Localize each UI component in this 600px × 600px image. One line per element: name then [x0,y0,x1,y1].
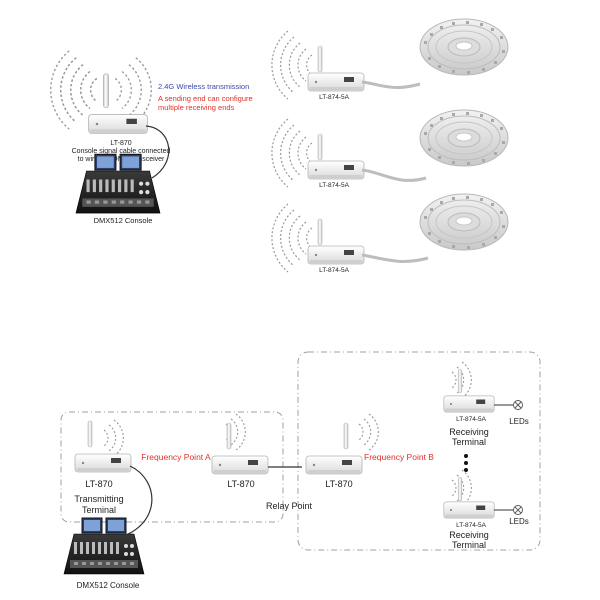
antenna-icon [87,420,93,448]
transceiver-icon [307,245,365,265]
antenna-icon [317,218,323,246]
antenna-icon [103,73,109,108]
receiving-terminal-2: LT-874-5A Receiving Terminal LEDs [443,469,529,550]
rx-role-line1: Receiving [449,530,489,540]
receiving-group-box [297,351,541,551]
led-bulb-icon [513,400,523,410]
transceiver-icon [88,114,148,134]
antenna-icon [343,422,349,450]
relay-device-2: LT-870 [305,413,379,489]
wireless-transmission-label: 2.4G Wireless transmission [158,82,249,91]
led-strip-reel-icon [419,193,509,251]
antenna-icon [317,45,323,73]
transceiver-icon [305,455,363,475]
wireless-waves-icon [271,118,313,188]
wireless-waves-icon [103,419,124,457]
frequency-point-a-label: Frequency Point A [141,452,211,462]
wireless-waves-icon [271,30,313,100]
console-label: DMX512 Console [77,581,140,590]
tx-role-line2: Terminal [82,505,116,515]
tx-model-label: LT-870 [85,479,112,489]
bottom-section: LT-870 Transmitting Terminal Frequency P… [60,351,541,590]
rx-role-line2: Terminal [452,540,486,550]
led-strip-reel-icon [419,109,509,167]
top-transmitter [50,50,152,134]
transceiver-icon [307,160,365,180]
rx-model-label: LT-874-5A [456,522,487,529]
wireless-waves-icon [358,413,379,451]
transceiver-icon [443,395,495,413]
lt870-desc-line1: Console signal cable connected [72,148,171,155]
wireless-waves-icon [271,203,313,273]
leds-label: LEDs [509,517,529,526]
dmx-console-icon [75,153,161,214]
relay-model-label: LT-870 [227,479,254,489]
rx-model-label: LT-874-5A [456,416,487,423]
console-cable [145,125,170,179]
relay-model-label: LT-870 [325,479,352,489]
receiver-model-label: LT-874-5A [319,182,350,189]
led-strip-lead [361,80,421,89]
lt870-model-label: LT-870 [110,140,131,147]
receiver-model-label: LT-874-5A [319,94,350,101]
transceiver-icon [74,453,132,473]
led-strip-lead [361,253,429,263]
relay-point-label: Relay Point [266,501,313,511]
transmitting-terminal: LT-870 Transmitting Terminal [74,419,132,515]
led-strip-reel-icon [419,18,509,76]
more-receivers-ellipsis [464,454,468,472]
config-text-line1: A sending end can configure [158,94,253,103]
console-label: DMX512 Console [94,216,153,225]
led-strip-lead [361,168,427,182]
config-text-line2: multiple receiving ends [158,103,235,112]
receiver-1: LT-874-5A [271,18,509,101]
tx-role-line1: Transmitting [74,494,123,504]
rx-role-line2: Terminal [452,437,486,447]
receiver-model-label: LT-874-5A [319,267,350,274]
transceiver-icon [443,501,495,519]
receiver-2: LT-874-5A [271,109,509,189]
frequency-point-b-label: Frequency Point B [364,452,434,462]
led-bulb-icon [513,505,523,515]
receiver-3: LT-874-5A [271,193,509,274]
relay-device-1: LT-870 [211,413,269,489]
console-cable [117,465,153,539]
transceiver-icon [211,455,269,475]
leds-label: LEDs [509,417,529,426]
rx-role-line1: Receiving [449,427,489,437]
top-section: 2.4G Wireless transmission A sending end… [50,18,509,274]
antenna-icon [457,369,463,394]
antenna-icon [317,133,323,161]
receiving-terminal-1: LT-874-5A Receiving Terminal LEDs [443,361,529,447]
antenna-icon [226,422,232,450]
antenna-icon [457,477,463,502]
dmx-console-icon [63,517,145,575]
transceiver-icon [307,72,365,92]
